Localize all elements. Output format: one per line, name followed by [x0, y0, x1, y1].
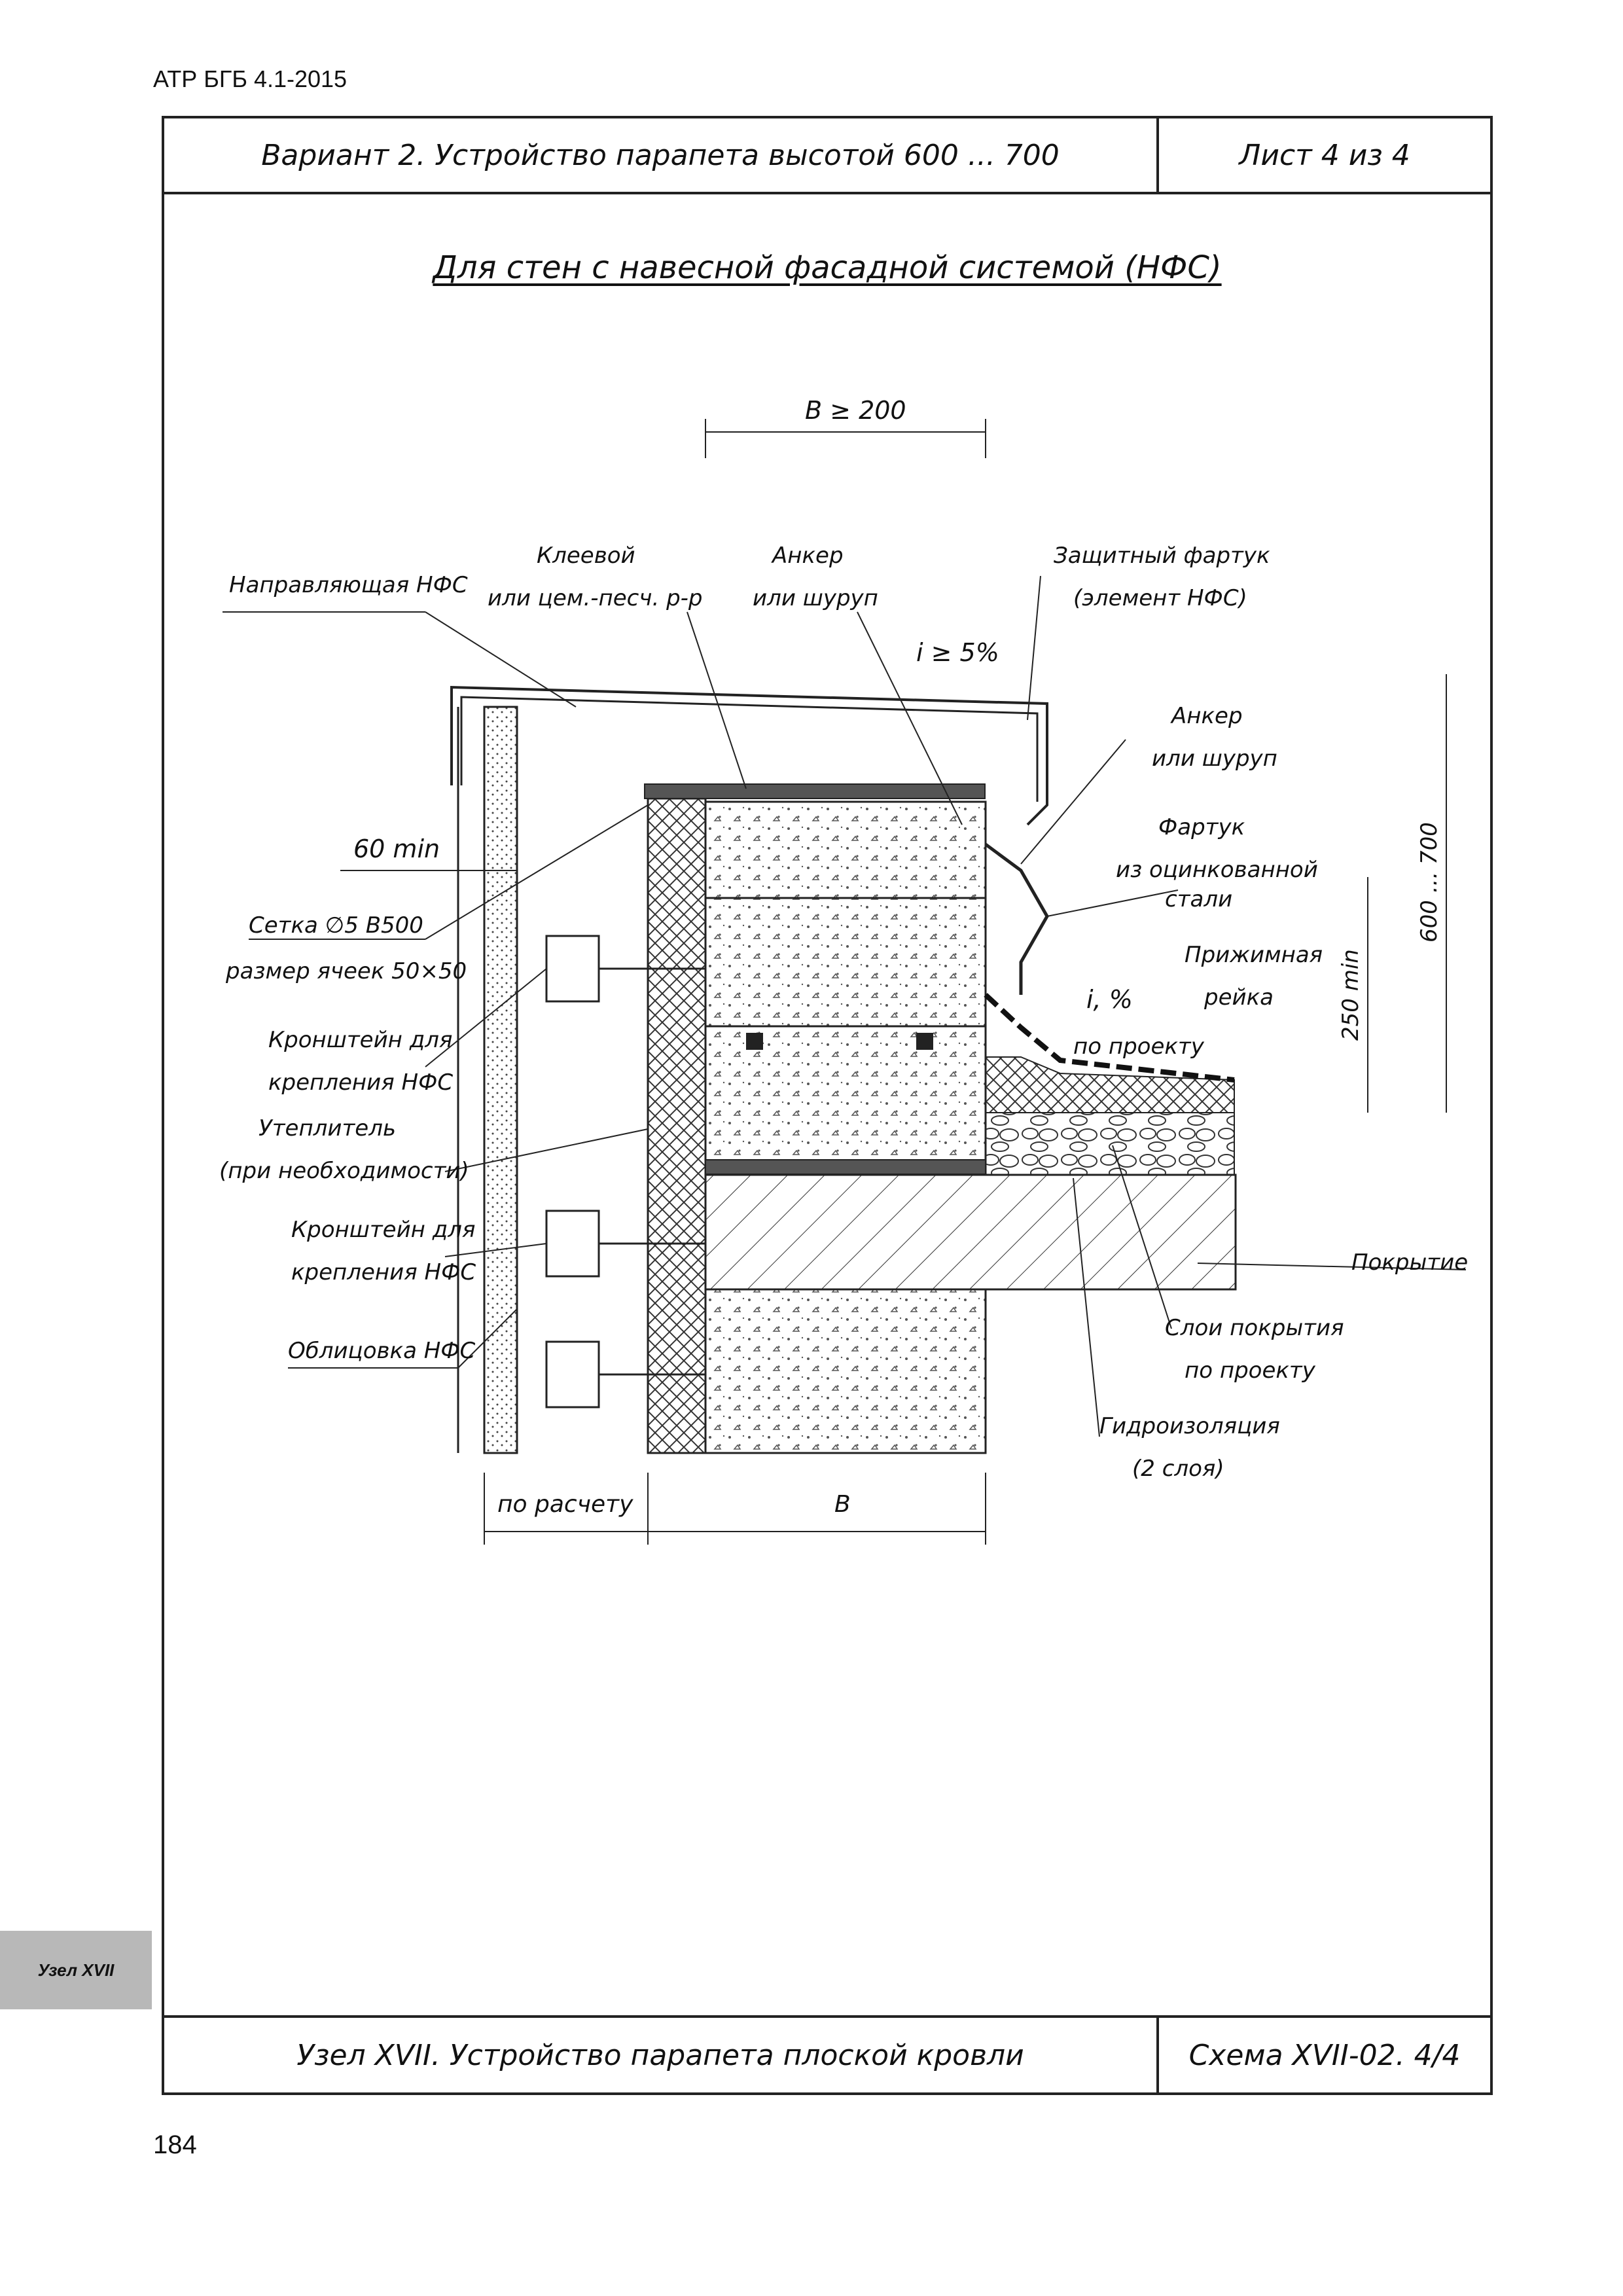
footer: Узел XVII. Устройство парапета плоской к…	[164, 2015, 1490, 2092]
drawing-frame: Вариант 2. Устройство парапета высотой 6…	[162, 116, 1493, 2095]
footer-node: Узел XVII. Устройство парапета плоской к…	[164, 2018, 1159, 2092]
document-code: АТР БГБ 4.1-2015	[153, 65, 348, 92]
header-variant: Вариант 2. Устройство парапета высотой 6…	[164, 118, 1159, 192]
footer-scheme: Схема XVII-02. 4/4	[1188, 2038, 1461, 2072]
drawing-title: Для стен с навесной фасадной системой (Н…	[164, 249, 1490, 286]
section-tab: Узел XVII	[0, 1931, 152, 2009]
drawing-title-text: Для стен с навесной фасадной системой (Н…	[433, 249, 1222, 286]
header-sheet: Лист 4 из 4	[1239, 138, 1410, 172]
header: Вариант 2. Устройство парапета высотой 6…	[164, 118, 1490, 194]
page-number: 184	[153, 2130, 197, 2159]
